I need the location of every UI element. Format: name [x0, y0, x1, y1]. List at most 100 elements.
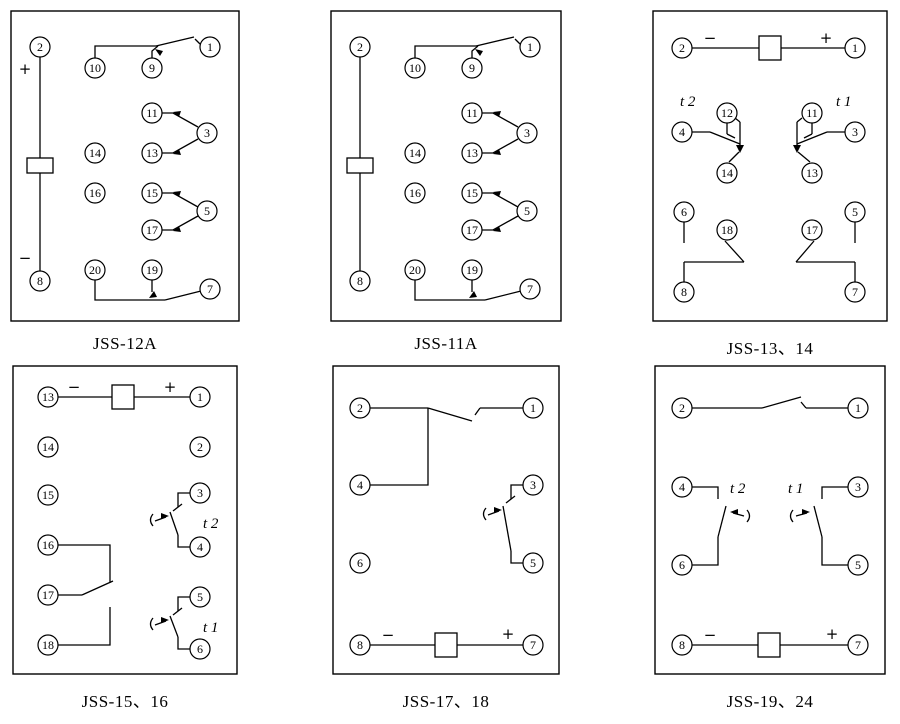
- terminal-9: 9: [461, 57, 483, 79]
- terminal-3: 3: [196, 122, 218, 144]
- svg-text:15: 15: [146, 186, 158, 200]
- svg-text:8: 8: [357, 274, 363, 288]
- panel-border: [652, 10, 888, 322]
- terminal-20: 20: [84, 259, 106, 281]
- svg-text:2: 2: [197, 440, 203, 454]
- minus-sign: −: [704, 626, 717, 644]
- svg-text:2: 2: [37, 40, 43, 54]
- wiring: [26, 36, 202, 301]
- terminal-6: 6: [189, 638, 211, 660]
- svg-text:7: 7: [527, 282, 533, 296]
- terminal-3: 3: [847, 476, 869, 498]
- svg-text:9: 9: [469, 61, 475, 75]
- svg-text:14: 14: [409, 146, 421, 160]
- svg-text:4: 4: [679, 125, 685, 139]
- svg-text:5: 5: [530, 556, 536, 570]
- plus-sign: +: [164, 378, 177, 396]
- svg-text:11: 11: [146, 106, 158, 120]
- terminal-8: 8: [673, 281, 695, 303]
- terminal-4: 4: [349, 474, 371, 496]
- svg-text:4: 4: [197, 540, 203, 554]
- terminals: 2 1 4 3 6 5 8 7: [671, 397, 869, 656]
- terminal-15: 15: [37, 484, 59, 506]
- delay-arrow-icons: [494, 507, 502, 513]
- svg-text:10: 10: [409, 61, 421, 75]
- terminal-5: 5: [196, 200, 218, 222]
- svg-text:11: 11: [466, 106, 478, 120]
- svg-text:9: 9: [149, 61, 155, 75]
- terminal-7: 7: [847, 634, 869, 656]
- svg-text:5: 5: [852, 205, 858, 219]
- terminal-5: 5: [844, 201, 866, 223]
- terminals: 2 1 12 11 4 3 14 13 6 18 5 17 8 7: [671, 37, 866, 303]
- svg-text:7: 7: [852, 285, 858, 299]
- svg-text:6: 6: [357, 556, 363, 570]
- svg-text:20: 20: [89, 263, 101, 277]
- terminal-1: 1: [199, 36, 221, 58]
- svg-text:11: 11: [806, 106, 818, 120]
- svg-text:4: 4: [357, 478, 363, 492]
- terminal-7: 7: [844, 281, 866, 303]
- svg-text:2: 2: [357, 40, 363, 54]
- panel-border: [654, 365, 886, 675]
- terminals: 13 1 14 2 15 3 4 16 17 5 18 6: [37, 386, 211, 660]
- coil-symbol: [111, 384, 135, 410]
- wiring: [370, 407, 523, 658]
- svg-text:19: 19: [466, 263, 478, 277]
- svg-text:18: 18: [42, 638, 54, 652]
- terminal-4: 4: [671, 476, 693, 498]
- panel-caption: JSS-11A: [414, 334, 478, 353]
- svg-text:1: 1: [852, 41, 858, 55]
- terminal-5: 5: [522, 552, 544, 574]
- terminal-20: 20: [404, 259, 426, 281]
- panel-jss-17-18: − + 2 1 4 3 6 5 8 7 JSS-17、18: [332, 365, 560, 712]
- terminal-3: 3: [844, 121, 866, 143]
- terminal-1: 1: [519, 36, 541, 58]
- svg-text:10: 10: [89, 61, 101, 75]
- svg-text:12: 12: [721, 106, 733, 120]
- svg-text:17: 17: [466, 223, 478, 237]
- svg-text:14: 14: [721, 166, 733, 180]
- terminal-2: 2: [671, 37, 693, 59]
- contact-arrow-icons: [149, 49, 181, 298]
- panel-jss-19-24: − + t 2 t 1 2 1 4 3 6 5 8 7 JSS-19、24: [654, 365, 886, 712]
- terminal-2: 2: [189, 436, 211, 458]
- terminal-13: 13: [37, 386, 59, 408]
- terminal-6: 6: [349, 552, 371, 574]
- terminal-2: 2: [349, 397, 371, 419]
- terminal-17: 17: [37, 584, 59, 606]
- terminal-12: 12: [716, 102, 738, 124]
- panel-border: [332, 365, 560, 675]
- svg-text:3: 3: [524, 126, 530, 140]
- terminal-8: 8: [671, 634, 693, 656]
- svg-text:2: 2: [357, 401, 363, 415]
- terminal-8: 8: [29, 270, 51, 292]
- terminal-11: 11: [461, 102, 483, 124]
- terminal-19: 19: [141, 259, 163, 281]
- svg-text:16: 16: [89, 186, 101, 200]
- svg-text:1: 1: [207, 40, 213, 54]
- svg-text:8: 8: [681, 285, 687, 299]
- terminal-16: 16: [37, 534, 59, 556]
- panel-jss-12a: + − 2 8 10 9 1 11 13 3 14 16 15 17 5 20 …: [10, 10, 240, 354]
- terminal-7: 7: [199, 278, 221, 300]
- terminal-2: 2: [671, 397, 693, 419]
- minus-sign: −: [704, 29, 717, 47]
- svg-text:5: 5: [197, 590, 203, 604]
- timer-t2-label: t 2: [203, 516, 219, 532]
- svg-text:7: 7: [207, 282, 213, 296]
- svg-text:8: 8: [679, 638, 685, 652]
- panel-border: [10, 10, 240, 322]
- terminal-11: 11: [141, 102, 163, 124]
- svg-text:4: 4: [679, 480, 685, 494]
- wiring: [692, 396, 848, 658]
- svg-text:17: 17: [806, 223, 818, 237]
- terminal-1: 1: [847, 397, 869, 419]
- terminal-16: 16: [84, 182, 106, 204]
- terminal-2: 2: [29, 36, 51, 58]
- minus-sign: −: [19, 249, 32, 267]
- terminal-1: 1: [189, 386, 211, 408]
- terminal-16: 16: [404, 182, 426, 204]
- svg-text:14: 14: [42, 440, 54, 454]
- svg-text:8: 8: [37, 274, 43, 288]
